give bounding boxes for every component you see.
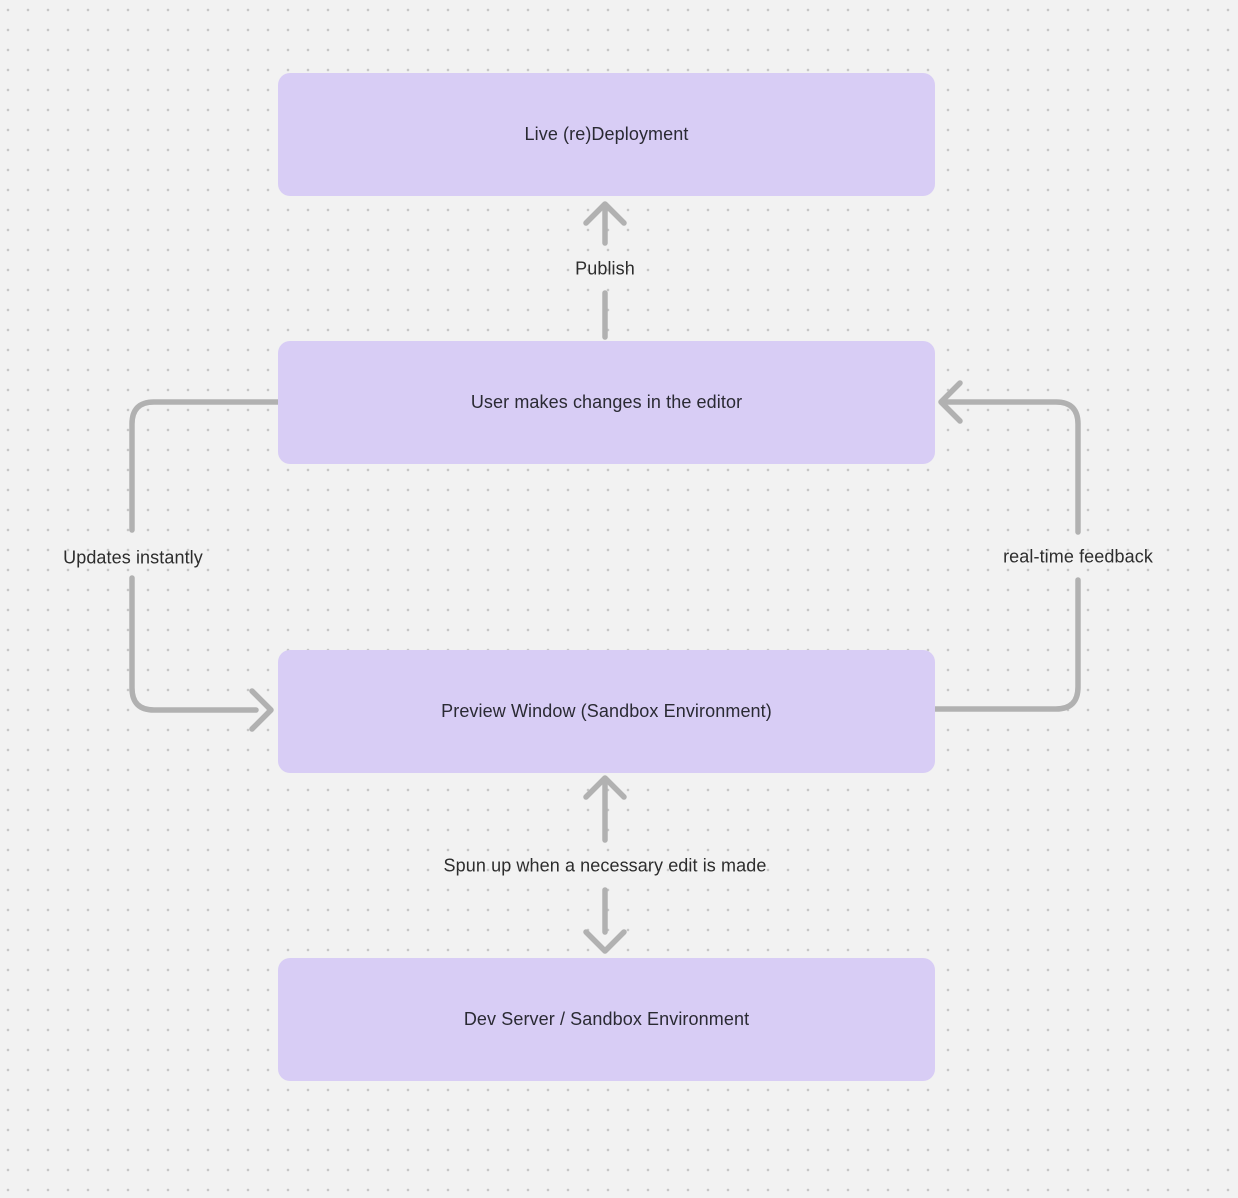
node-label: Dev Server / Sandbox Environment bbox=[463, 1009, 750, 1029]
edge-publish[interactable] bbox=[583, 201, 627, 340]
arrow-shaft bbox=[129, 399, 281, 533]
edge-real-time-feedback[interactable] bbox=[932, 380, 1081, 712]
node-live-deployment[interactable]: Live (re)Deployment bbox=[278, 73, 935, 196]
arrow-down-head bbox=[583, 929, 627, 954]
edge-label-publish[interactable]: Publish bbox=[575, 258, 635, 279]
edge-label-updates-instantly[interactable]: Updates instantly bbox=[63, 547, 203, 568]
node-label: Live (re)Deployment bbox=[524, 124, 689, 144]
node-label: Preview Window (Sandbox Environment) bbox=[441, 701, 772, 721]
edge-label-spun-up[interactable]: Spun up when a necessary edit is made bbox=[443, 855, 767, 876]
node-user-changes[interactable]: User makes changes in the editor bbox=[278, 341, 935, 464]
arrow-shaft bbox=[943, 399, 1081, 535]
node-dev-server[interactable]: Dev Server / Sandbox Environment bbox=[278, 958, 935, 1081]
arrow-up-head bbox=[583, 201, 627, 226]
arrow-shaft bbox=[129, 575, 259, 713]
arrow-left-head bbox=[938, 380, 963, 424]
edge-label-real-time-feedback[interactable]: real-time feedback bbox=[1003, 546, 1153, 567]
edge-spun-up[interactable] bbox=[583, 775, 627, 954]
arrow-right-head bbox=[249, 688, 274, 732]
arrow-up-head bbox=[583, 775, 627, 800]
node-preview-window[interactable]: Preview Window (Sandbox Environment) bbox=[278, 650, 935, 773]
node-label: User makes changes in the editor bbox=[470, 392, 743, 412]
edge-updates-instantly[interactable] bbox=[129, 399, 281, 732]
arrow-shaft bbox=[932, 577, 1081, 712]
